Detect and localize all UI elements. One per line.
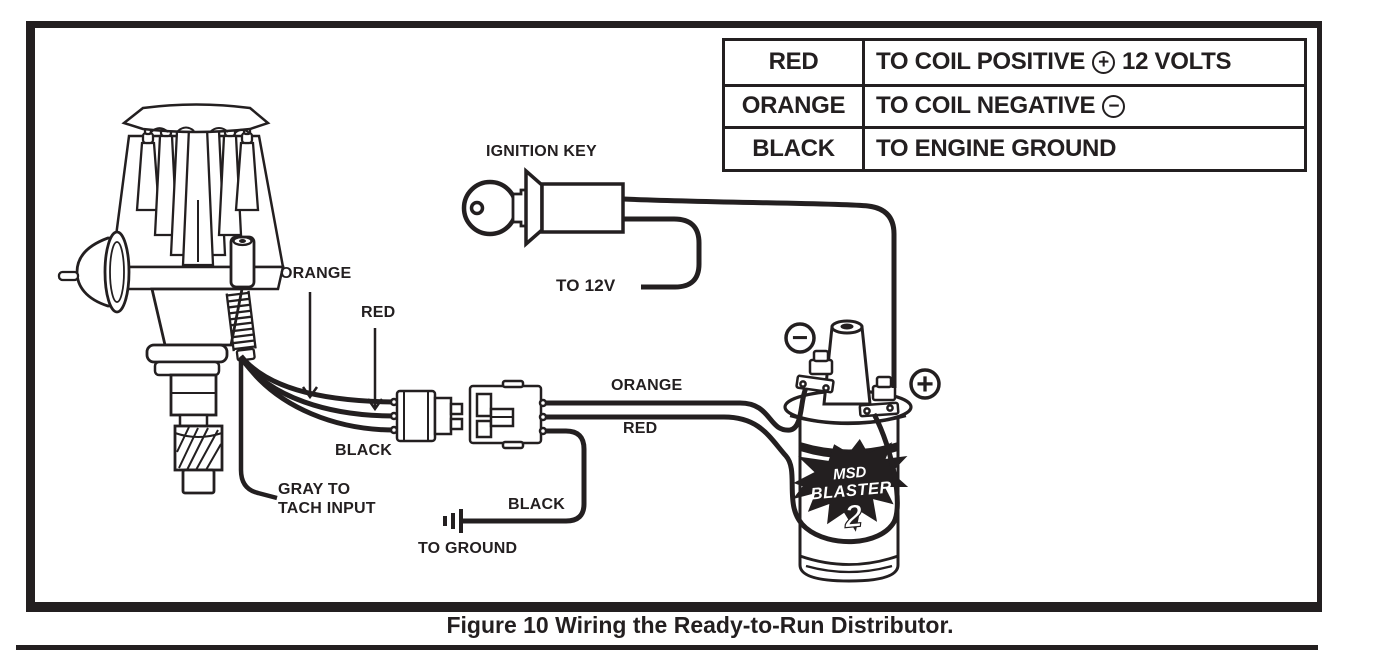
ignition-key-drawing: [461, 167, 897, 388]
coil-brand-logo: MSD BLASTER 2: [792, 439, 909, 535]
diagram-border: [26, 21, 1322, 612]
coil-negative-symbol: −: [784, 322, 816, 354]
label-ignition-key: IGNITION KEY: [486, 143, 597, 160]
label-black-distributor: BLACK: [335, 442, 392, 459]
orange-wire-to-coil-negative: [545, 386, 809, 433]
legend-desc-black: TO ENGINE GROUND: [862, 126, 1304, 169]
black-wire-distributor: [240, 358, 395, 433]
label-black-ground: BLACK: [508, 496, 565, 513]
harness-connector-female: [468, 379, 548, 450]
legend-desc-red: TO COIL POSITIVE + 12 VOLTS: [862, 41, 1304, 84]
black-wire-to-ground: [463, 428, 587, 524]
wire-color-legend-table: RED TO COIL POSITIVE + 12 VOLTS ORANGE T…: [722, 38, 1307, 172]
legend-wire-black: BLACK: [725, 126, 862, 169]
callout-arrows: [301, 292, 384, 412]
figure-caption: Figure 10 Wiring the Ready-to-Run Distri…: [446, 612, 954, 638]
red-wire-to-coil-positive: [545, 412, 900, 545]
distributor-drawing: [57, 103, 285, 495]
legend-desc-orange: TO COIL NEGATIVE −: [862, 83, 1304, 127]
circled-plus-icon: +: [1092, 50, 1116, 74]
page-divider-rule: [16, 645, 1318, 650]
key-to-coil-wire: [622, 196, 897, 388]
label-red-coil: RED: [623, 420, 658, 437]
legend-wire-orange: ORANGE: [725, 83, 862, 127]
circled-minus-icon: −: [1102, 94, 1126, 118]
distributor-harness-wires: [238, 354, 395, 501]
label-orange-distributor: ORANGE: [280, 265, 352, 282]
label-to-12v: TO 12V: [556, 276, 616, 295]
coil-brand-2: 2: [842, 497, 864, 535]
harness-connector-male: [389, 389, 464, 443]
gray-tach-wire: [238, 358, 278, 501]
connector-to-coil-wires: [443, 386, 900, 545]
legend-wire-red: RED: [768, 48, 819, 76]
label-to-ground: TO GROUND: [418, 540, 518, 557]
svg-text:+: +: [916, 368, 934, 401]
coil-brand-msd: MSD: [832, 464, 867, 484]
svg-text:−: −: [792, 322, 808, 353]
label-orange-coil: ORANGE: [611, 377, 683, 394]
ground-symbol-icon: [443, 509, 463, 533]
to-12v-wire: [623, 216, 702, 290]
coil-positive-symbol: +: [909, 368, 941, 401]
label-red-distributor: RED: [361, 304, 396, 321]
